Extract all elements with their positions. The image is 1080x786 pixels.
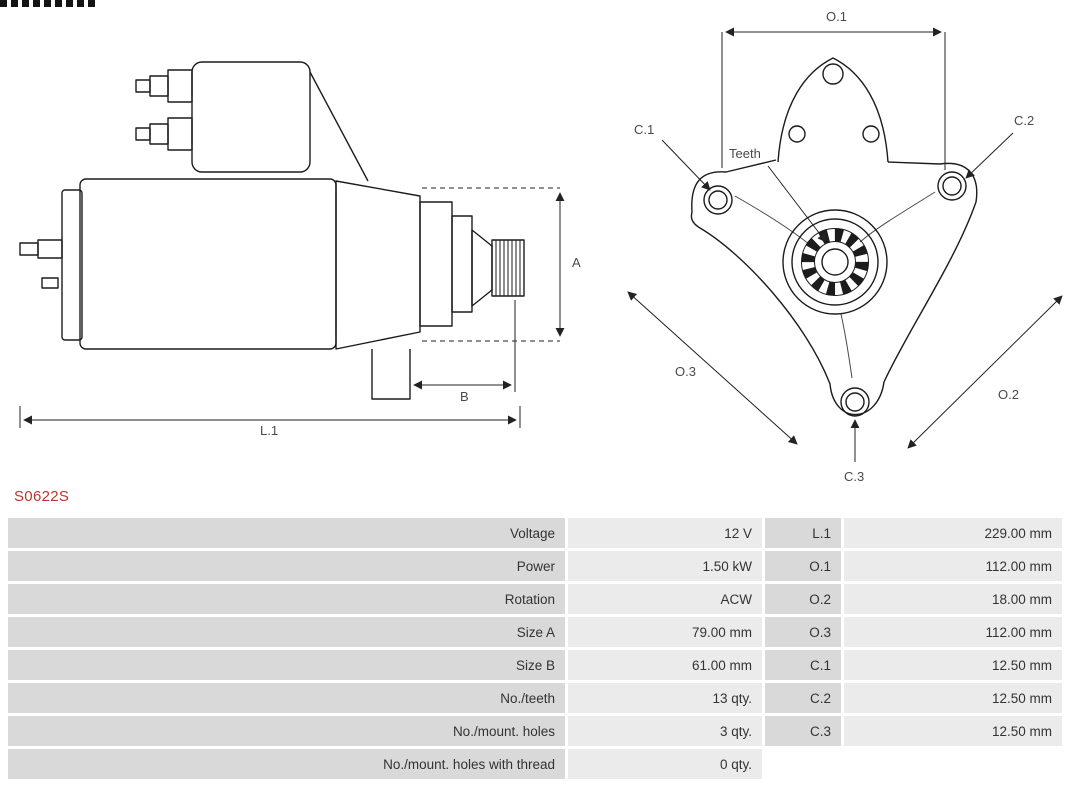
spec-dim-label: C.2: [765, 683, 841, 713]
dim-c2-label: C.2: [1014, 113, 1034, 128]
spec-dim-value: 18.00 mm: [844, 584, 1062, 614]
side-view-outline: [19, 61, 525, 400]
spec-label: No./mount. holes with thread: [8, 749, 565, 779]
spec-dim-value: 12.50 mm: [844, 716, 1062, 746]
spec-value: 12 V: [568, 518, 762, 548]
technical-drawing: A B L.1: [19, 9, 1063, 484]
front-view-dimensions: [627, 27, 1063, 462]
teeth-label: Teeth: [729, 146, 761, 161]
spec-table: Voltage 12 V L.1 229.00 mm Power 1.50 kW…: [8, 518, 1062, 779]
spec-dim-label: O.2: [765, 584, 841, 614]
spec-dim-value: 12.50 mm: [844, 650, 1062, 680]
spec-value: 1.50 kW: [568, 551, 762, 581]
spec-dim-label: O.3: [765, 617, 841, 647]
spec-label: Power: [8, 551, 565, 581]
spec-label: Voltage: [8, 518, 565, 548]
dim-c1-label: C.1: [634, 122, 654, 137]
spec-value: 3 qty.: [568, 716, 762, 746]
spec-value: 79.00 mm: [568, 617, 762, 647]
watermark-logo: [0, 0, 96, 7]
starter-motor-diagram: A B L.1: [19, 9, 1063, 484]
spec-dim-value: 112.00 mm: [844, 617, 1062, 647]
dim-o3-label: O.3: [675, 364, 696, 379]
spec-dim-value: 229.00 mm: [844, 518, 1062, 548]
spec-value: 13 qty.: [568, 683, 762, 713]
spec-dim-label: L.1: [765, 518, 841, 548]
spec-dim-value: 112.00 mm: [844, 551, 1062, 581]
spec-label: Size A: [8, 617, 565, 647]
spec-value: ACW: [568, 584, 762, 614]
spec-dim-value-empty: [844, 749, 1062, 779]
spec-value: 61.00 mm: [568, 650, 762, 680]
spec-dim-label-empty: [765, 749, 841, 779]
front-view-outline: [690, 57, 978, 417]
spec-dim-label: O.1: [765, 551, 841, 581]
spec-label: No./mount. holes: [8, 716, 565, 746]
spec-label: Size B: [8, 650, 565, 680]
spec-label: No./teeth: [8, 683, 565, 713]
dim-b-label: B: [460, 389, 469, 404]
spec-dim-value: 12.50 mm: [844, 683, 1062, 713]
dim-a-label: A: [572, 255, 581, 270]
dim-o2-label: O.2: [998, 387, 1019, 402]
spec-value: 0 qty.: [568, 749, 762, 779]
part-number: S0622S: [14, 488, 70, 505]
side-view-dimensions: [19, 187, 565, 428]
spec-label: Rotation: [8, 584, 565, 614]
spec-dim-label: C.1: [765, 650, 841, 680]
dim-o1-label: O.1: [826, 9, 847, 24]
spec-dim-label: C.3: [765, 716, 841, 746]
dim-l1-label: L.1: [260, 423, 278, 438]
dim-c3-label: C.3: [844, 469, 864, 484]
